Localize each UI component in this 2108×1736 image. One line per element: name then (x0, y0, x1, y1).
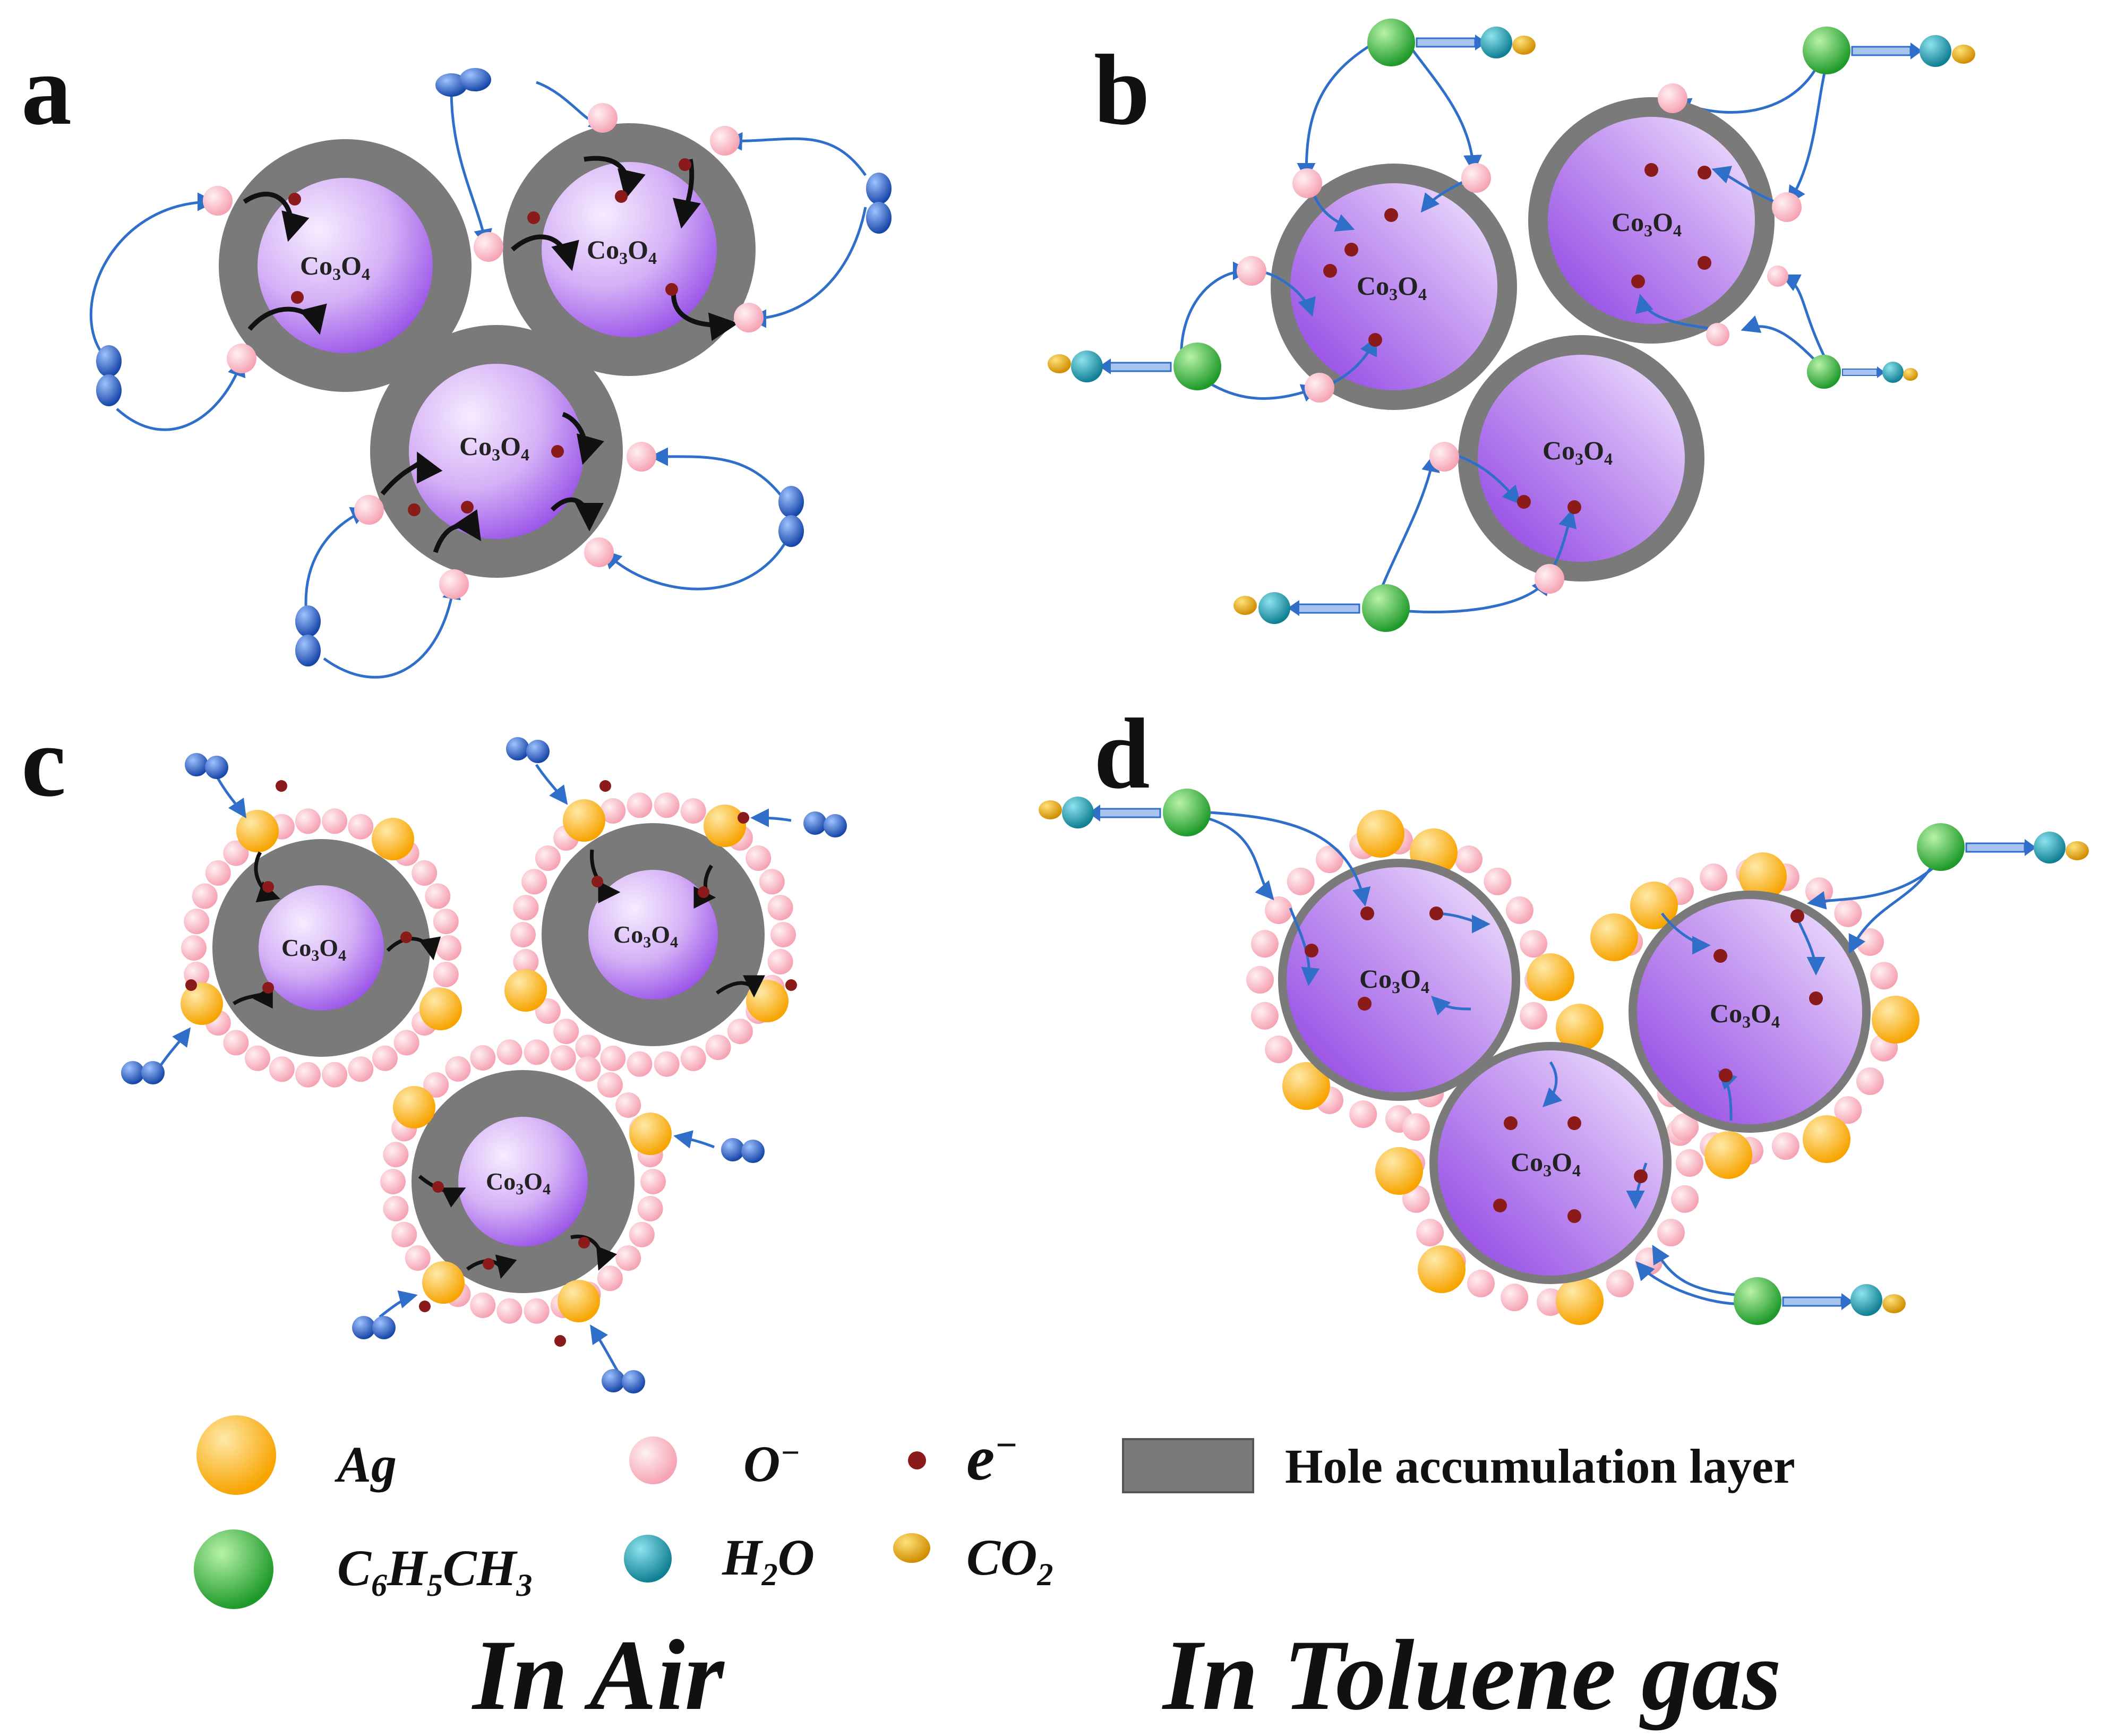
co3o4-label-c1: Co3O4 (281, 934, 346, 964)
co3o4-label-c3: Co3O4 (486, 1168, 551, 1198)
legend-co2-label: CO2 (966, 1529, 1053, 1593)
co2-molecule-icon (893, 1533, 930, 1563)
legend-water-label: H2O (722, 1529, 815, 1593)
particle-d1 (1278, 859, 1520, 1101)
caption-in-toluene-gas: In Toluene gas (1163, 1620, 1781, 1731)
particle-b2 (1528, 97, 1775, 344)
panel-c-diagram: Co3O4 Co3O4 Co3O4 (121, 737, 847, 1393)
panel-label-d: d (1094, 698, 1150, 810)
particle-d2 (1629, 891, 1871, 1133)
panel-label-c: c (21, 706, 66, 818)
panel-label-b: b (1094, 35, 1150, 146)
co3o4-label-a2: Co3O4 (587, 235, 657, 268)
legend-electron-label: e− (966, 1423, 1018, 1493)
legend-o-minus-label: O− (743, 1435, 800, 1492)
electron-icon (908, 1451, 926, 1469)
panel-label-a: a (21, 35, 72, 146)
hole-layer-swatch (1122, 1438, 1254, 1493)
co3o4-label-a3: Co3O4 (459, 431, 529, 464)
oxygen-ion-icon (629, 1436, 677, 1484)
water-molecule-icon (624, 1535, 672, 1583)
o2-molecule-icon (96, 68, 892, 666)
legend-ag-label: Ag (337, 1436, 397, 1493)
co3o4-label-d3: Co3O4 (1511, 1147, 1581, 1180)
caption-in-air: In Air (473, 1620, 724, 1731)
toluene-molecule-icon (194, 1529, 273, 1609)
panel-a-diagram: Co3O4 Co3O4 Co3O4 (89, 68, 892, 679)
toluene-molecule-icon (1048, 19, 1975, 632)
legend-hole-layer-label: Hole accumulation layer (1285, 1439, 1795, 1493)
legend-markers (194, 1415, 1254, 1609)
particle-a3 (370, 325, 623, 578)
co3o4-label-c2: Co3O4 (613, 921, 678, 951)
particle-d3 (1429, 1042, 1672, 1284)
co3o4-label-d1: Co3O4 (1359, 964, 1429, 997)
silver-particle-icon (181, 799, 789, 1322)
co3o4-label-a1: Co3O4 (300, 251, 370, 284)
silver-particle-icon (196, 1415, 276, 1495)
particle-b1 (1271, 164, 1517, 410)
co3o4-label-b1: Co3O4 (1357, 271, 1427, 304)
legend-toluene-label: C6H5CH3 (337, 1540, 533, 1603)
panel-b-diagram: Co3O4 Co3O4 Co3O4 (1048, 19, 1975, 632)
co3o4-label-d2: Co3O4 (1710, 998, 1780, 1031)
particle-b3 (1458, 335, 1704, 581)
co3o4-label-b3: Co3O4 (1543, 435, 1613, 468)
panel-d-diagram: Co3O4 Co3O4 Co3O4 (1039, 789, 2089, 1325)
co3o4-label-b2: Co3O4 (1612, 207, 1682, 240)
